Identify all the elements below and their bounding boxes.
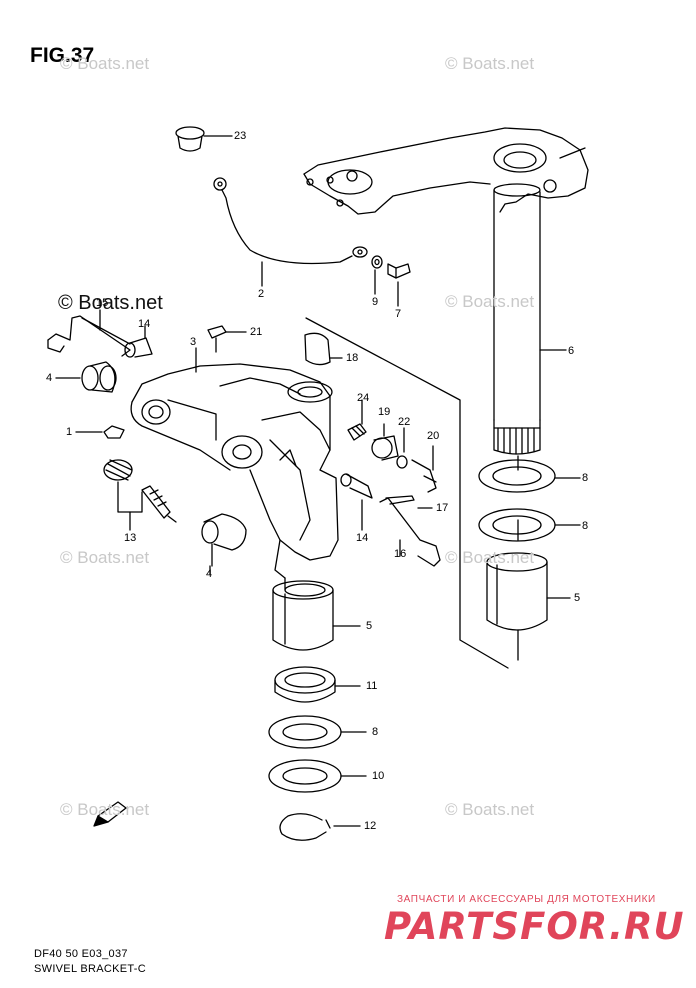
watermark: © Boats.net bbox=[445, 292, 535, 311]
part-3-swivel-bracket bbox=[130, 347, 339, 597]
callout-18: 18 bbox=[346, 352, 359, 364]
shop-logo: PARTSFOR.RU bbox=[384, 905, 685, 948]
assembly-guide-lines bbox=[305, 317, 519, 669]
part-21-bolt bbox=[207, 325, 247, 353]
part-8-washer-lower bbox=[478, 508, 581, 542]
callout-5: 5 bbox=[366, 620, 373, 632]
callout-6: 6 bbox=[568, 345, 575, 357]
watermark: © Boats.net bbox=[60, 800, 150, 819]
part-4-bushing-upper bbox=[55, 361, 117, 393]
part-15-clip bbox=[47, 309, 131, 357]
callout-17: 17 bbox=[436, 502, 449, 514]
part-9-washer bbox=[371, 255, 383, 295]
watermark: © Boats.net bbox=[445, 54, 535, 73]
part-5-bushing-left bbox=[272, 580, 361, 651]
watermark: © Boats.net bbox=[60, 548, 150, 567]
callout-10: 10 bbox=[372, 770, 385, 782]
callout-15: 15 bbox=[96, 297, 109, 309]
callout-5: 5 bbox=[574, 592, 581, 604]
callout-21: 21 bbox=[250, 326, 263, 338]
figure-caption: SWIVEL BRACKET-C bbox=[34, 963, 146, 975]
part-5-bushing-right bbox=[486, 552, 571, 631]
part-17-cotter-pin bbox=[385, 495, 433, 509]
watermark: © Boats.net bbox=[60, 54, 150, 73]
callout-13: 13 bbox=[124, 532, 137, 544]
callout-8: 8 bbox=[582, 520, 589, 532]
callout-4: 4 bbox=[46, 372, 53, 384]
callout-19: 19 bbox=[378, 406, 391, 418]
part-8-washer-upper bbox=[478, 459, 581, 493]
callout-7: 7 bbox=[395, 308, 402, 320]
part-2-ground-wire bbox=[213, 177, 368, 287]
watermark-main: © Boats.net bbox=[58, 292, 163, 314]
part-14-pin-upper bbox=[124, 325, 153, 358]
callout-24: 24 bbox=[357, 392, 370, 404]
shop-tagline: ЗАПЧАСТИ И АКСЕССУАРЫ ДЛЯ МОТОТЕХНИКИ bbox=[397, 894, 656, 905]
part-7-screw bbox=[387, 263, 411, 307]
part-20-bolt bbox=[411, 445, 437, 493]
callout-8: 8 bbox=[372, 726, 379, 738]
watermark: © Boats.net bbox=[445, 800, 535, 819]
part-23-plug bbox=[175, 126, 233, 152]
part-4-bushing-lower bbox=[201, 513, 247, 567]
callout-9: 9 bbox=[372, 296, 379, 308]
callout-1: 1 bbox=[66, 426, 73, 438]
model-code: DF40 50 E03_037 bbox=[34, 948, 128, 960]
figure-title: FIG.37 bbox=[30, 44, 95, 67]
callout-3: 3 bbox=[190, 336, 197, 348]
part-22-washer bbox=[396, 427, 408, 469]
callout-14: 14 bbox=[356, 532, 369, 544]
callout-4: 4 bbox=[206, 568, 213, 580]
part-6-steering-bracket bbox=[303, 127, 589, 455]
callout-20: 20 bbox=[427, 430, 440, 442]
part-18-plate bbox=[304, 332, 343, 366]
part-16-pin bbox=[379, 497, 441, 567]
callout-2: 2 bbox=[258, 288, 265, 300]
watermark: © Boats.net bbox=[445, 548, 535, 567]
callout-8: 8 bbox=[582, 472, 589, 484]
callout-16: 16 bbox=[394, 548, 407, 560]
callout-23: 23 bbox=[234, 130, 247, 142]
part-13-spring-set bbox=[103, 459, 177, 531]
part-11-seal bbox=[274, 666, 361, 703]
callout-12: 12 bbox=[364, 820, 377, 832]
part-24-spring bbox=[347, 399, 367, 441]
part-19-bushing bbox=[371, 423, 399, 461]
callout-14: 14 bbox=[138, 318, 151, 330]
part-1-grease-fitting bbox=[75, 425, 125, 439]
callout-11: 11 bbox=[366, 680, 378, 692]
callout-22: 22 bbox=[398, 416, 411, 428]
part-8-washer-left bbox=[268, 715, 367, 749]
part-14-pin-lower bbox=[340, 473, 373, 531]
part-12-snap-ring bbox=[279, 813, 361, 841]
part-10-washer bbox=[268, 759, 367, 793]
fwd-arrow-icon bbox=[93, 801, 127, 827]
